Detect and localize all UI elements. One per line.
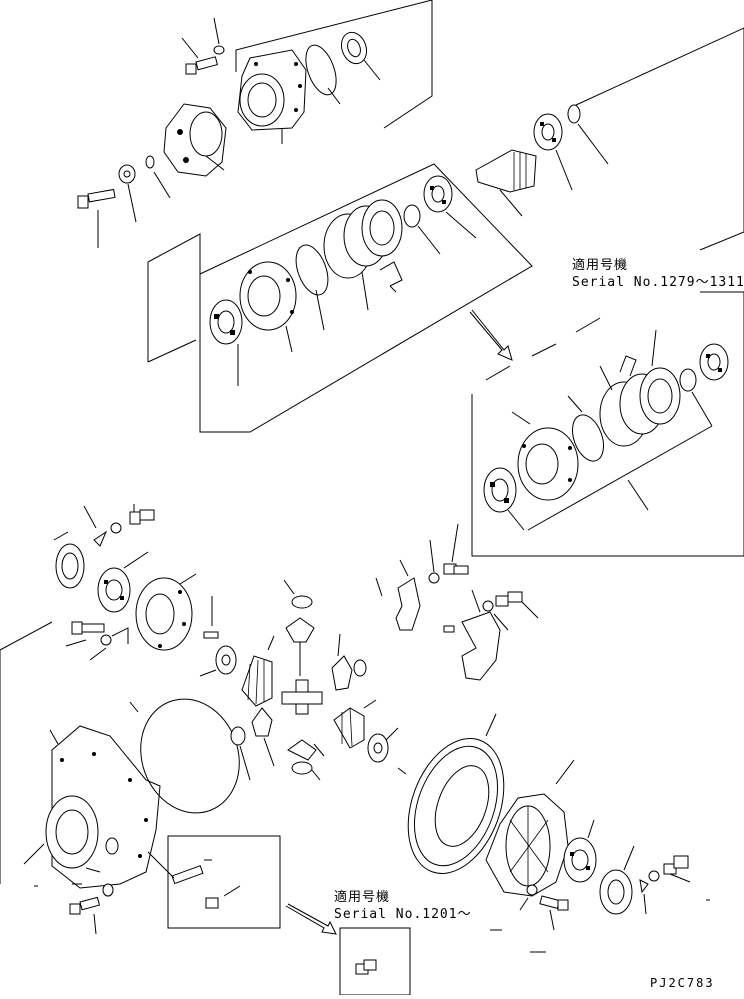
- diff-case: [485, 759, 575, 897]
- snap-ring: [567, 104, 609, 165]
- diff-spider: [281, 620, 323, 715]
- pinion-cage: [237, 49, 307, 144]
- diff-bolt-top: [83, 504, 155, 547]
- upper-group-outline: [235, 0, 433, 129]
- case-bolt-right: [648, 855, 710, 901]
- middle-spacer: [403, 204, 441, 255]
- cage-o-ring: [305, 44, 341, 105]
- case-seal: [599, 845, 635, 915]
- inset-box-upper: [471, 291, 744, 557]
- bracket-right: [461, 589, 501, 681]
- diff-side-gear-right: [333, 699, 377, 749]
- diff-bearing-left: [97, 551, 149, 613]
- bracket-bolt-right: [443, 591, 539, 633]
- diff-housing: [23, 725, 161, 889]
- diff-thrust-washer-right: [367, 727, 407, 775]
- inset-cage: [511, 411, 579, 501]
- lower-inset-arrow: [285, 903, 337, 935]
- lower-small-box: [147, 835, 281, 929]
- cage-bolt: [181, 37, 219, 75]
- bracket-bolt-left: [428, 523, 469, 584]
- inset-bearing-right: [699, 343, 729, 381]
- inset-arrow: [469, 309, 601, 381]
- inset-bracket: [527, 425, 713, 531]
- diff-side-gear-left: [241, 635, 275, 707]
- flange-washer: [118, 164, 137, 223]
- cage-seal: [340, 31, 381, 81]
- case-bearing: [563, 819, 597, 883]
- pinion-outline: [575, 27, 744, 251]
- inset-spacer: [679, 368, 713, 427]
- case-lock: [639, 879, 649, 915]
- middle-group-outline: [147, 163, 533, 433]
- middle-bearing-left: [209, 299, 243, 386]
- bracket-left: [375, 559, 421, 631]
- middle-cage: [239, 261, 297, 353]
- middle-o-ring: [295, 244, 329, 331]
- middle-shims: [323, 199, 403, 311]
- drawing-number: PJ2C783: [650, 976, 715, 990]
- flange-o-ring: [145, 155, 171, 199]
- ring-gear: [407, 713, 505, 874]
- upper-note-serial: Serial No.1279～1311: [572, 275, 744, 290]
- upper-note-title: 適用号機: [572, 258, 629, 273]
- middle-bearing-right: [423, 175, 477, 239]
- inset-bearing: [483, 467, 525, 531]
- diff-cage: [135, 573, 197, 651]
- diff-pin: [203, 596, 219, 639]
- diff-washer-lower: [230, 726, 251, 781]
- inset-o-ring: [567, 395, 605, 462]
- housing-bolts-bottom: [34, 867, 114, 935]
- diff-thrust-washer-left: [199, 645, 237, 677]
- pinion-bearing: [533, 113, 573, 191]
- lower-note-title: 適用号機: [334, 890, 391, 905]
- diff-pinion-right: [331, 633, 367, 691]
- flange-bolt: [77, 188, 116, 248]
- lower-note-serial: Serial No.1201～: [334, 907, 472, 922]
- cage-washer: [213, 17, 225, 55]
- diff-pinion-lower-left: [251, 707, 275, 767]
- inset-shims: [599, 329, 681, 447]
- diff-seal: [53, 531, 85, 589]
- diff-bolt-left: [65, 621, 129, 661]
- lower-inset-box: [339, 927, 411, 996]
- diff-pinion-top: [283, 579, 315, 643]
- bevel-pinion: [475, 149, 537, 217]
- coupling-flange: [163, 103, 227, 177]
- inset-leader: [627, 479, 649, 511]
- case-bolt-bottom: [490, 884, 569, 953]
- diff-pinion-bottom: [287, 739, 325, 781]
- lower-outline: [0, 621, 53, 884]
